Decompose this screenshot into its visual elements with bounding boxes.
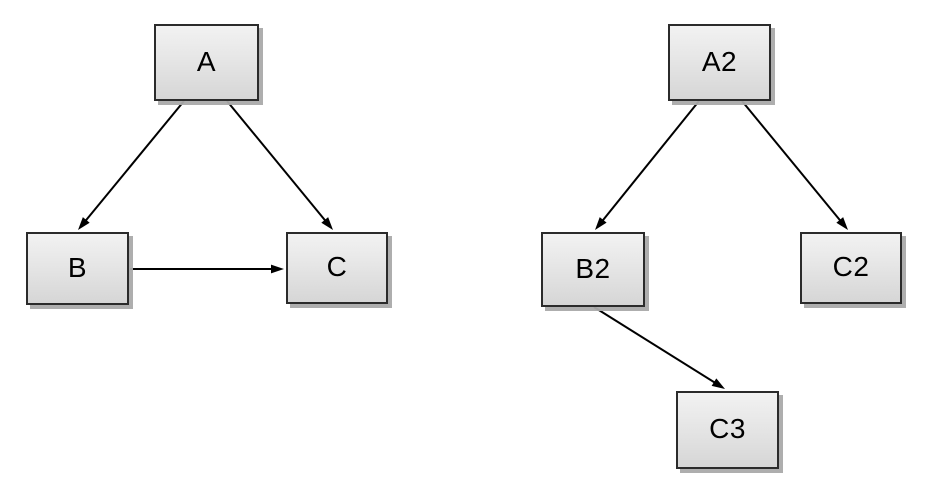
node-label-b: B	[67, 251, 88, 283]
node-label-c: C	[326, 251, 348, 282]
arrowhead-A-C	[321, 217, 333, 230]
node-a[interactable]: A	[154, 24, 259, 101]
node-label-c2: C2	[832, 251, 870, 282]
node-c[interactable]: C	[286, 232, 388, 304]
node-label-a2: A2	[701, 45, 738, 77]
node-a2[interactable]: A2	[668, 24, 771, 101]
edge-line-A-B	[83, 100, 185, 223]
edge-line-A-C	[226, 100, 328, 223]
arrowhead-A-B	[78, 217, 90, 230]
node-b[interactable]: B	[26, 232, 129, 305]
arrowhead-B-C	[271, 264, 284, 274]
node-c3[interactable]: C3	[676, 391, 779, 469]
node-label-b2: B2	[575, 252, 611, 284]
arrowhead-B2-C3	[711, 378, 725, 389]
edge-line-B2-C3	[593, 306, 717, 385]
arrowhead-A2-B2	[595, 217, 607, 230]
arrowhead-A2-C2	[836, 217, 848, 230]
edge-line-A2-C2	[741, 100, 843, 223]
node-label-c3: C3	[709, 413, 746, 444]
node-b2[interactable]: B2	[541, 232, 645, 307]
edge-line-A2-B2	[600, 100, 700, 223]
node-c2[interactable]: C2	[800, 232, 902, 304]
node-label-a: A	[196, 45, 217, 77]
